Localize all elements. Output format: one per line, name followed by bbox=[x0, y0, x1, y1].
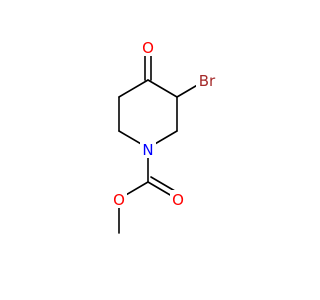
atom-bromine: Br bbox=[196, 71, 218, 90]
atom-carbonyl-oxygen: O bbox=[170, 190, 186, 209]
carbonyl-oxygen-label: O bbox=[172, 191, 184, 209]
bond-c5-c4 bbox=[118, 79, 149, 98]
ester-oxygen-label: O bbox=[113, 191, 125, 209]
structure-diagram: O Br N O O bbox=[111, 38, 218, 234]
atom-ring-nitrogen: N bbox=[140, 140, 156, 159]
molecule-canvas: O Br N O O bbox=[111, 38, 218, 234]
atom-ketone-oxygen: O bbox=[140, 38, 156, 57]
ketone-oxygen-label: O bbox=[142, 39, 154, 57]
bond-c4-c3 bbox=[147, 79, 178, 98]
ring-nitrogen-label: N bbox=[142, 141, 153, 159]
bromine-label: Br bbox=[199, 72, 216, 90]
bond-layer bbox=[118, 48, 207, 234]
atom-ester-oxygen: O bbox=[111, 190, 127, 209]
